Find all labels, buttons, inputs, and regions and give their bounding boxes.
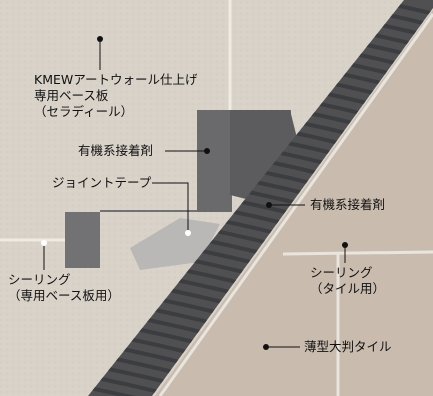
label-sealing-tile: シーリング （タイル用） bbox=[310, 265, 386, 296]
label-thin-tile: 薄型大判タイル bbox=[304, 339, 392, 354]
marker-joint-tape bbox=[185, 230, 191, 236]
label-base-board: KMEWアートウォール仕上げ 専用ベース板 （セラディール） bbox=[34, 72, 198, 119]
leader-lines bbox=[43, 39, 346, 348]
label-adhesive-lower: 有機系接着剤 bbox=[310, 197, 386, 212]
marker-sealing-base bbox=[41, 240, 47, 246]
adhesive-rib bbox=[88, 384, 161, 396]
label-sealing-base: シーリング （専用ベース板用） bbox=[8, 272, 120, 303]
tile-joint-horizontal bbox=[282, 250, 433, 256]
label-joint-tape: ジョイントテープ bbox=[52, 175, 152, 190]
joint-tape bbox=[65, 110, 291, 268]
label-adhesive-upper: 有機系接着剤 bbox=[78, 143, 154, 158]
marker-adhesive-lower bbox=[266, 202, 272, 208]
leader-joint-tape bbox=[152, 182, 189, 232]
marker-sealing-tile bbox=[342, 242, 348, 248]
thin-tile bbox=[155, 10, 433, 396]
joint-tape-strip bbox=[130, 218, 220, 270]
marker-adhesive-upper bbox=[204, 148, 210, 154]
marker-thin-tile bbox=[263, 344, 269, 350]
adhesive-smear bbox=[230, 110, 300, 200]
marker-base-board bbox=[97, 36, 103, 42]
joint-tape-vertical bbox=[197, 110, 232, 212]
